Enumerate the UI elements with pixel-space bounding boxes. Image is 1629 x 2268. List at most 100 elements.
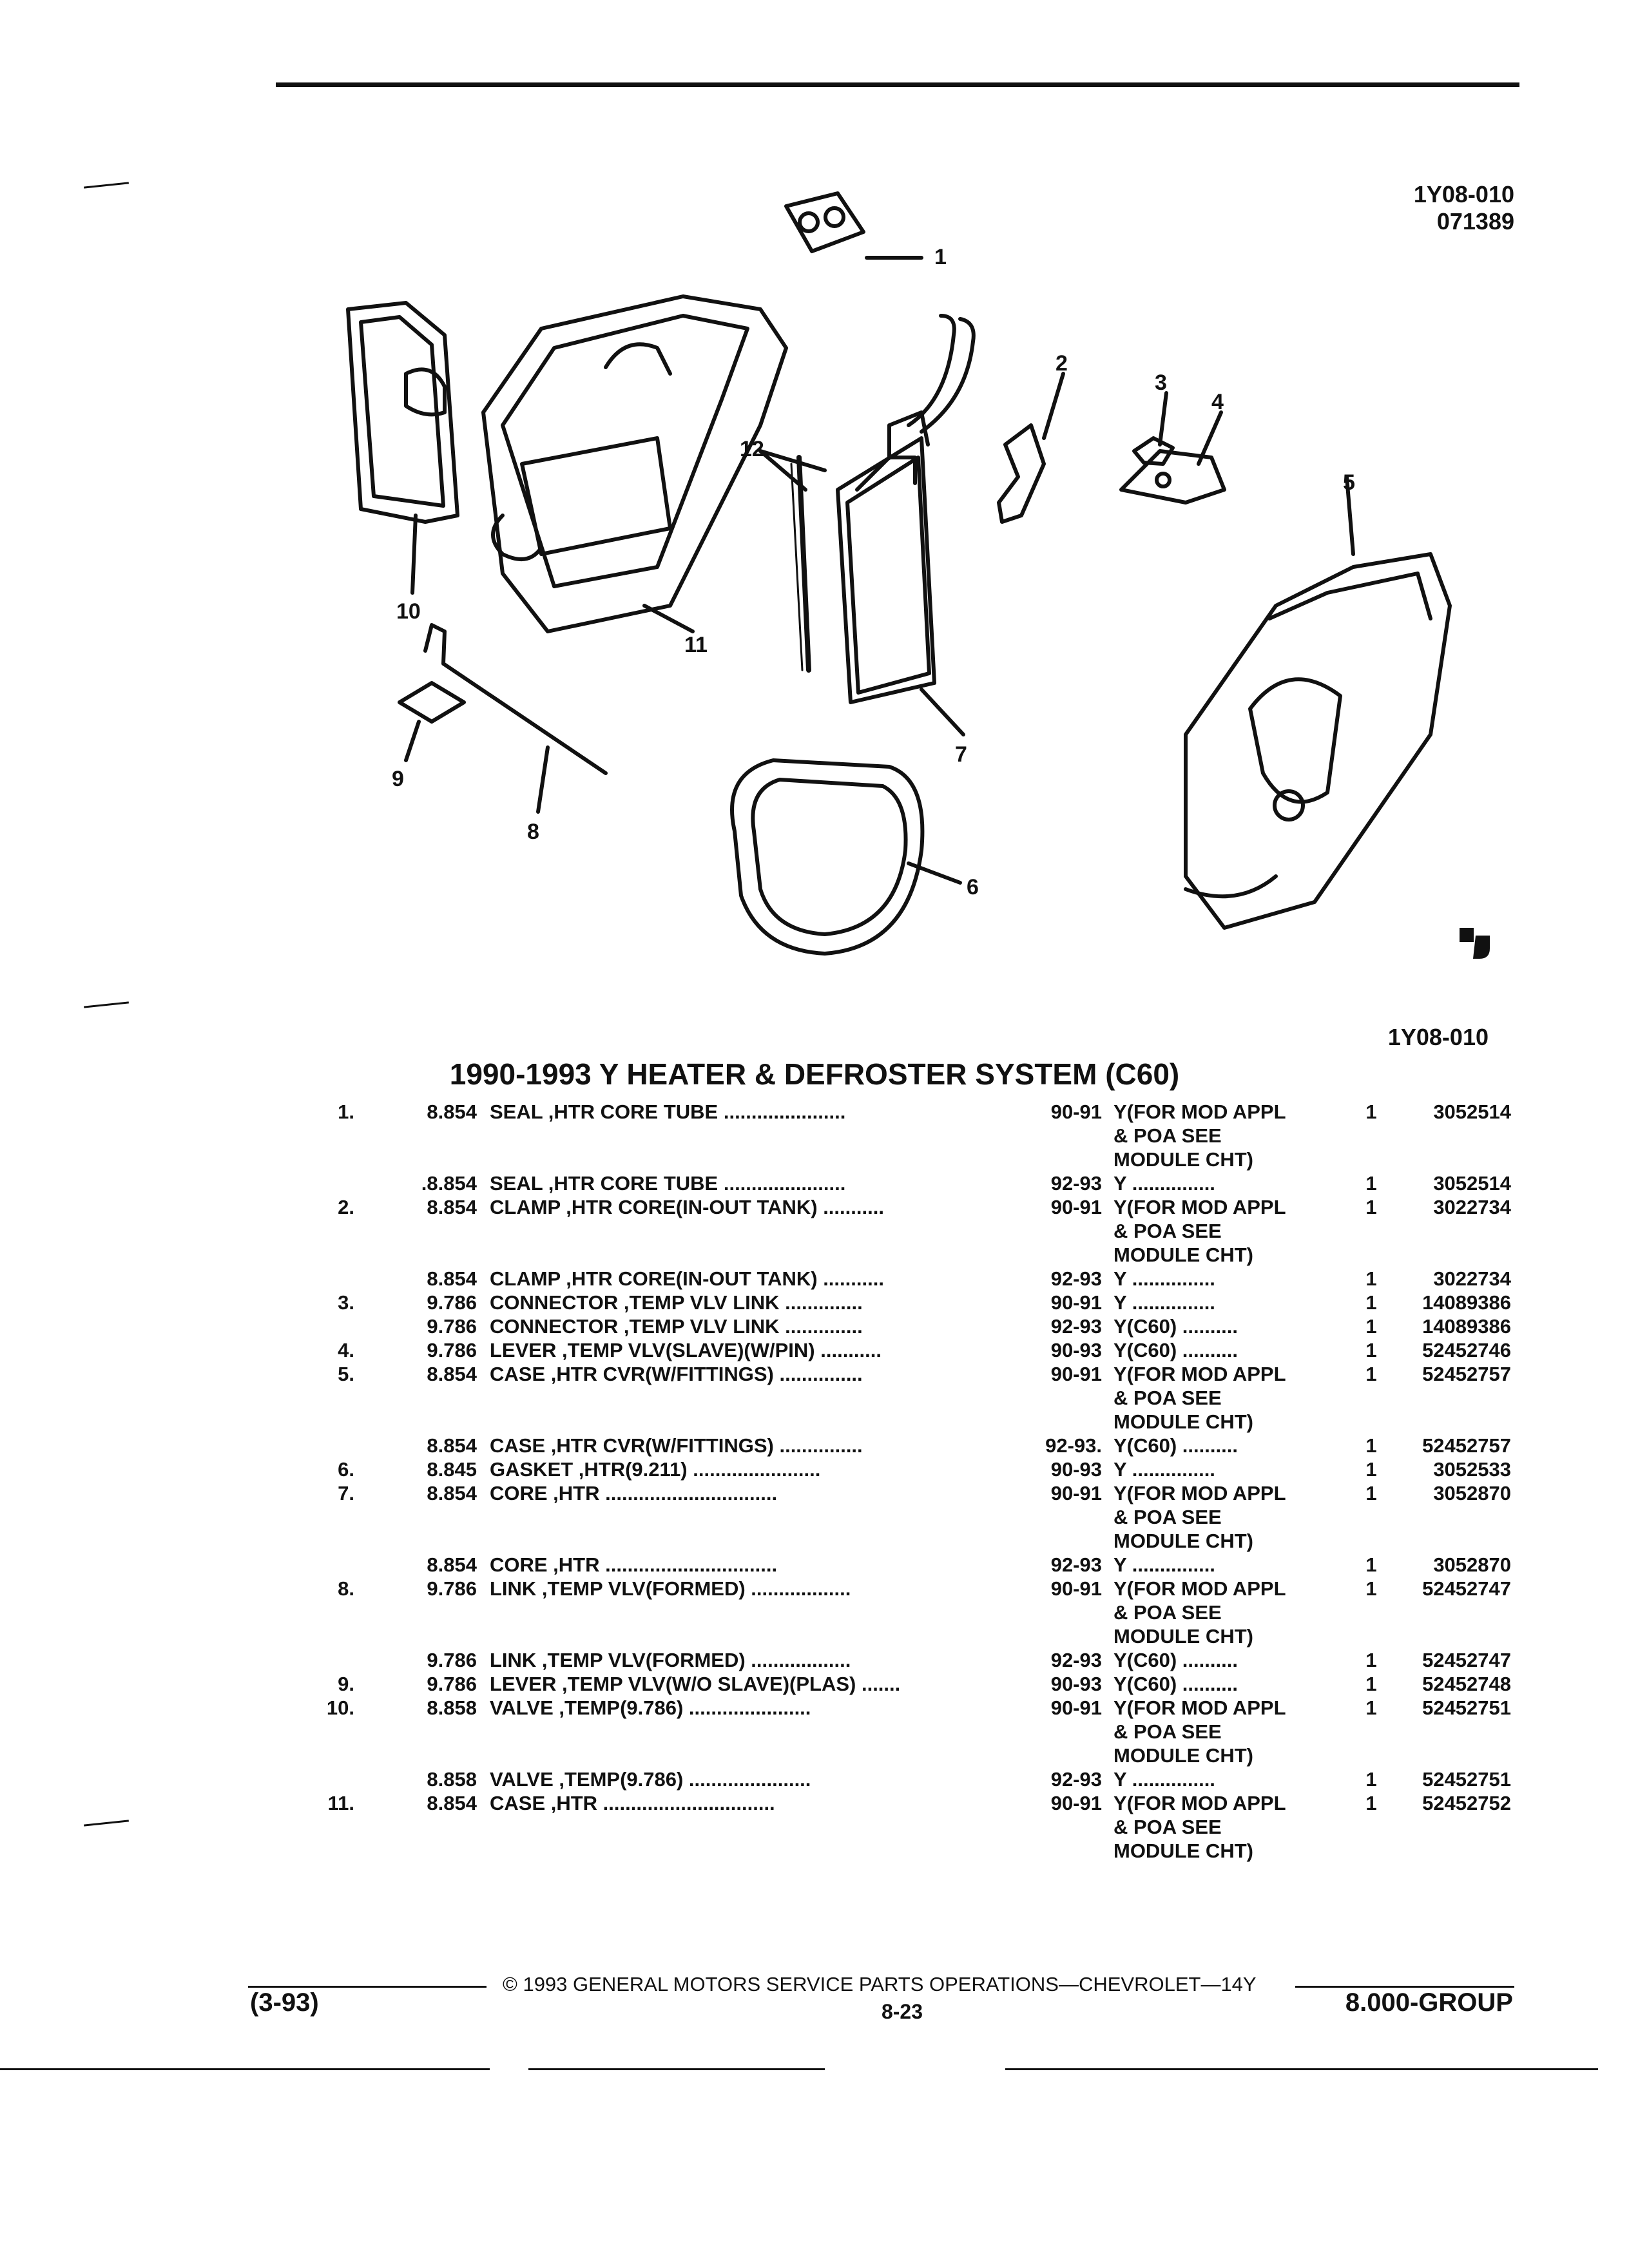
cell-yr: 92-93. xyxy=(1045,1434,1102,1457)
cell-app: MODULE CHT) xyxy=(1113,1244,1253,1266)
bottom-rule xyxy=(0,2068,490,2070)
table-row: MODULE CHT) xyxy=(0,1530,1629,1553)
cell-app: Y(FOR MOD APPL xyxy=(1113,1196,1286,1218)
cell-yr: 92-93 xyxy=(1050,1172,1102,1195)
table-row: 7. 8.854 CORE ,HTR .......................… xyxy=(0,1482,1629,1506)
cell-part: 52452747 xyxy=(1422,1649,1511,1671)
callout-1: 1 xyxy=(934,245,947,269)
cell-app: Y(C60) .......... xyxy=(1113,1673,1238,1695)
link-temp-vlv-formed xyxy=(398,623,608,775)
cell-desc: CORE ,HTR ..............................… xyxy=(490,1553,778,1576)
cell-qty: 1 xyxy=(1365,1482,1377,1504)
callout-5: 5 xyxy=(1343,470,1355,495)
callout-6: 6 xyxy=(967,875,979,899)
cell-idx: 7. xyxy=(338,1482,354,1504)
cell-part: 52452757 xyxy=(1422,1434,1511,1457)
lever-temp-vlv-slave xyxy=(1119,449,1226,505)
cell-desc: VALVE ,TEMP(9.786) .....................… xyxy=(490,1696,811,1719)
cell-part: 3052870 xyxy=(1433,1482,1511,1504)
cell-qty: 1 xyxy=(1365,1291,1377,1314)
callout-9: 9 xyxy=(392,767,404,791)
callout-10: 10 xyxy=(396,599,421,624)
cell-qty: 1 xyxy=(1365,1673,1377,1695)
connector-temp-vlv-link xyxy=(1132,436,1175,466)
cell-app: MODULE CHT) xyxy=(1113,1840,1253,1862)
cell-qty: 1 xyxy=(1365,1315,1377,1338)
cell-qty: 1 xyxy=(1365,1339,1377,1361)
table-row: & POA SEE xyxy=(0,1387,1629,1410)
core-htr xyxy=(836,314,976,704)
cell-yr: 90-93 xyxy=(1050,1673,1102,1695)
cell-grp: 8.854 xyxy=(427,1792,477,1814)
cell-qty: 1 xyxy=(1365,1553,1377,1576)
cell-part: 52452751 xyxy=(1422,1768,1511,1791)
cell-qty: 1 xyxy=(1365,1267,1377,1290)
cell-desc: LINK ,TEMP VLV(FORMED) .................… xyxy=(490,1649,851,1671)
cell-grp: 9.786 xyxy=(427,1291,477,1314)
cell-yr: 90-91 xyxy=(1050,1696,1102,1719)
cell-desc: CASE ,HTR CVR(W/FITTINGS) ..............… xyxy=(490,1434,863,1457)
bottom-rule xyxy=(1005,2068,1598,2070)
cell-grp: 8.854 xyxy=(427,1482,477,1504)
cell-app: MODULE CHT) xyxy=(1113,1744,1253,1767)
cell-yr: 90-93 xyxy=(1050,1458,1102,1481)
cell-desc: CONNECTOR ,TEMP VLV LINK .............. xyxy=(490,1291,863,1314)
cell-yr: 92-93 xyxy=(1050,1267,1102,1290)
cell-app: MODULE CHT) xyxy=(1113,1410,1253,1433)
cell-desc: CLAMP ,HTR CORE(IN-OUT TANK) ........... xyxy=(490,1267,884,1290)
cell-desc: CORE ,HTR ..............................… xyxy=(490,1482,778,1504)
cell-grp: 8.858 xyxy=(427,1768,477,1791)
cell-app: & POA SEE xyxy=(1113,1387,1222,1409)
cell-part: 52452746 xyxy=(1422,1339,1511,1361)
cell-part: 3052514 xyxy=(1433,1100,1511,1123)
cell-grp: 8.854 xyxy=(427,1196,477,1218)
footer-page-number: 8-23 xyxy=(881,2000,923,2023)
cell-qty: 1 xyxy=(1365,1696,1377,1719)
cell-qty: 1 xyxy=(1365,1172,1377,1195)
table-row: MODULE CHT) xyxy=(0,1244,1629,1267)
cell-part: 3052870 xyxy=(1433,1553,1511,1576)
cell-desc: CLAMP ,HTR CORE(IN-OUT TANK) ........... xyxy=(490,1196,884,1218)
table-row: & POA SEE xyxy=(0,1506,1629,1530)
cell-qty: 1 xyxy=(1365,1649,1377,1671)
cell-qty: 1 xyxy=(1365,1100,1377,1123)
cell-part: 14089386 xyxy=(1422,1315,1511,1338)
cell-desc: CASE ,HTR ..............................… xyxy=(490,1792,775,1814)
callout-4: 4 xyxy=(1211,390,1224,414)
cell-grp: 9.786 xyxy=(427,1315,477,1338)
cell-idx: 5. xyxy=(338,1363,354,1385)
cell-idx: 8. xyxy=(338,1577,354,1600)
table-row: 11. 8.854 CASE ,HTR ......................… xyxy=(0,1792,1629,1816)
cell-yr: 90-91 xyxy=(1050,1363,1102,1385)
cell-yr: 92-93 xyxy=(1050,1315,1102,1338)
cell-desc: SEAL ,HTR CORE TUBE ....................… xyxy=(490,1100,846,1123)
callout-2: 2 xyxy=(1055,351,1068,376)
cell-idx: 4. xyxy=(338,1339,354,1361)
cell-grp: 8.845 xyxy=(427,1458,477,1481)
callout-3: 3 xyxy=(1155,370,1167,395)
cell-app: Y ............... xyxy=(1113,1768,1215,1791)
cell-part: 3022734 xyxy=(1433,1196,1511,1218)
cell-yr: 90-91 xyxy=(1050,1577,1102,1600)
header-date-code: 071389 xyxy=(1436,208,1514,235)
cell-idx: 11. xyxy=(327,1792,354,1814)
cell-app: MODULE CHT) xyxy=(1113,1148,1253,1171)
case-htr-cvr xyxy=(1184,552,1452,930)
cell-desc: LEVER ,TEMP VLV(SLAVE)(W/PIN) ..........… xyxy=(490,1339,882,1361)
margin-mark xyxy=(84,182,129,189)
cell-desc: LEVER ,TEMP VLV(W/O SLAVE)(PLAS) ....... xyxy=(490,1673,901,1695)
case-htr xyxy=(481,294,788,633)
table-row: & POA SEE xyxy=(0,1220,1629,1244)
footer-copyright: © 1993 GENERAL MOTORS SERVICE PARTS OPER… xyxy=(503,1973,1257,1995)
cell-qty: 1 xyxy=(1365,1792,1377,1814)
cell-part: 14089386 xyxy=(1422,1291,1511,1314)
